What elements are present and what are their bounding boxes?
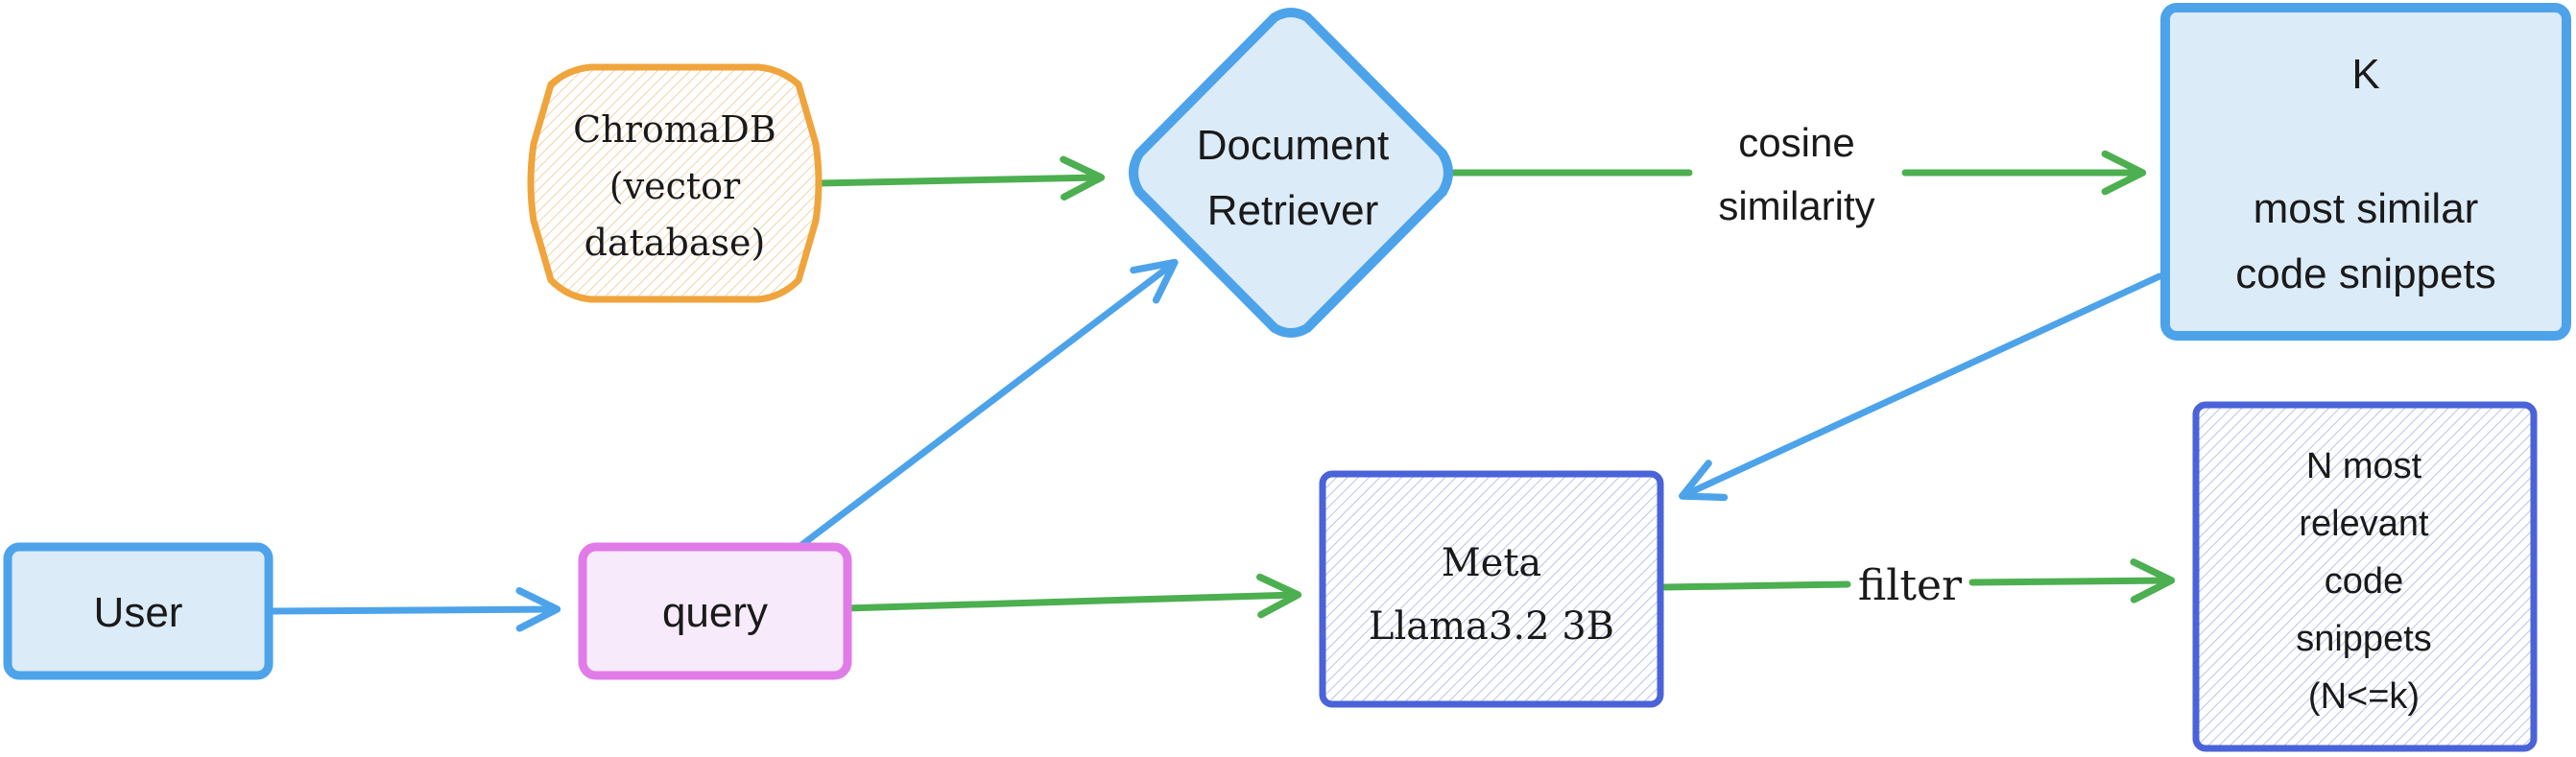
edge-chromadb-to-retriever <box>814 155 1106 201</box>
edge-topk-to-llama <box>1679 272 2163 502</box>
edge-query-to-llama <box>841 573 1302 619</box>
node-top-n-snippets: N most relevant code snippets (N<=k) <box>2192 401 2538 752</box>
node-document-retriever: Document Retriever <box>1129 8 1453 338</box>
svg-text:Document: Document <box>1197 122 1390 169</box>
svg-text:similarity: similarity <box>1718 183 1874 228</box>
svg-text:Llama3.2 3B: Llama3.2 3B <box>1369 604 1614 649</box>
edge-llama-to-topn-right <box>1968 558 2176 603</box>
svg-text:snippets: snippets <box>2296 619 2432 659</box>
svg-text:cosine: cosine <box>1738 120 1854 165</box>
svg-text:database): database) <box>584 222 766 264</box>
svg-text:K: K <box>2351 51 2379 98</box>
node-top-k-snippets: K most similar code snippets <box>2160 3 2571 341</box>
svg-text:Retriever: Retriever <box>1207 187 1379 234</box>
svg-text:code snippets: code snippets <box>2235 250 2496 297</box>
svg-text:Meta: Meta <box>1442 541 1542 585</box>
edge-query-to-retriever <box>793 258 1179 553</box>
node-meta-llama: Meta Llama3.2 3B <box>1319 470 1664 708</box>
node-query-label: query <box>662 589 768 636</box>
svg-text:N most: N most <box>2306 446 2422 486</box>
edge-user-to-query <box>267 586 561 632</box>
svg-text:(N<=k): (N<=k) <box>2308 676 2420 717</box>
edge-llama-to-topn-left <box>1661 580 1851 591</box>
node-user: User <box>3 542 274 680</box>
svg-text:code: code <box>2325 561 2403 602</box>
node-user-label: User <box>94 589 183 636</box>
edge-label-filter: filter <box>1858 561 1963 610</box>
svg-text:ChromaDB: ChromaDB <box>573 108 776 151</box>
svg-text:(vector: (vector <box>609 165 741 207</box>
node-chromadb: ChromaDB (vector database) <box>527 63 823 303</box>
svg-text:most similar: most similar <box>2254 185 2479 232</box>
node-query: query <box>578 542 852 680</box>
edge-label-cosine-similarity: cosine similarity <box>1718 120 1874 228</box>
svg-text:relevant: relevant <box>2299 504 2429 544</box>
